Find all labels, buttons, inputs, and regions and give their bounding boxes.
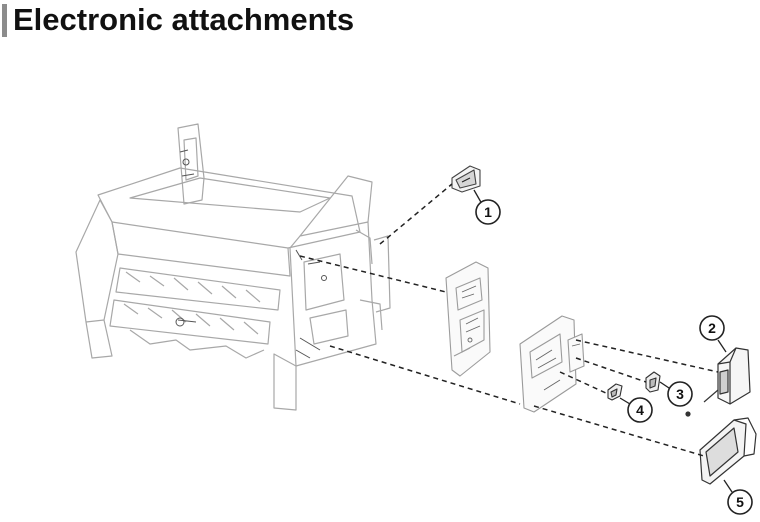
leader-line-3 <box>575 357 647 383</box>
callout-2: 2 <box>699 315 727 353</box>
page-title: Electronic attachments <box>13 2 355 37</box>
callout-4: 4 <box>619 397 653 423</box>
leader-line-1 <box>379 183 453 245</box>
callout-5: 5 <box>723 479 753 515</box>
part-1-module <box>451 165 481 193</box>
callout-5-label: 5 <box>736 494 744 510</box>
part-3-clip <box>645 371 661 393</box>
callout-1: 1 <box>473 189 501 225</box>
title-accent-bar <box>2 4 7 37</box>
callout-2-label: 2 <box>708 320 716 336</box>
printer-frame <box>75 123 391 411</box>
option-board <box>519 315 585 413</box>
leader-line-board <box>299 255 447 293</box>
controller-board-details <box>461 285 481 343</box>
callout-4-label: 4 <box>636 402 644 418</box>
frame-detail-marks <box>175 149 327 359</box>
callout-3-label: 3 <box>676 386 684 402</box>
leader-lines <box>299 183 719 457</box>
controller-board <box>445 261 491 377</box>
part-4-card <box>607 383 623 401</box>
option-board-details <box>535 343 581 391</box>
leader-line-option <box>329 345 521 405</box>
part-5-tray <box>699 417 757 485</box>
leader-line-5 <box>533 405 705 457</box>
callout-1-label: 1 <box>484 204 492 220</box>
leader-line-2 <box>575 339 719 373</box>
part-2-hard-drive <box>685 347 751 417</box>
callout-3: 3 <box>659 381 693 407</box>
